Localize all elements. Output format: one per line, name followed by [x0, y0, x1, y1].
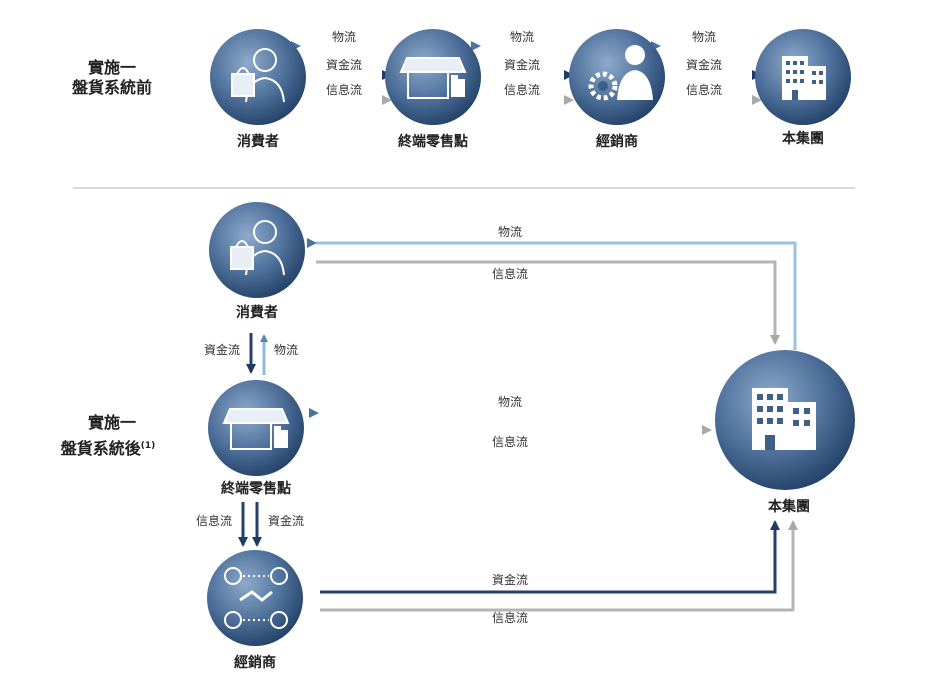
before-consumer-label: 消費者: [237, 133, 279, 150]
before-funds-label-2: 資金流: [504, 57, 540, 72]
after-info-label-vertical: 信息流: [196, 513, 232, 528]
after-logistics-label-mid: 物流: [498, 395, 522, 409]
after-funds-label-vertical-2: 資金流: [268, 513, 304, 528]
handshake-network-icon: [224, 567, 288, 629]
before-retail-label: 終端零售點: [398, 133, 468, 150]
after-group-label: 本集團: [768, 498, 810, 515]
after-title-line2: 盤貨系統後(1): [61, 439, 156, 458]
before-logistics-label-3: 物流: [692, 30, 716, 44]
building-icon: [782, 56, 826, 100]
gear-person-icon: [588, 45, 653, 101]
after-flows-distributor-group: 資金流 信息流: [320, 520, 798, 625]
after-info-arrow-top: [316, 260, 780, 345]
before-info-label-3: 信息流: [686, 82, 722, 97]
after-flows-consumer-group: 物流 信息流: [307, 225, 797, 350]
distributor-circle: [207, 550, 303, 646]
after-info-arrow-bottom: [320, 520, 798, 612]
after-logistics-label-top: 物流: [498, 225, 522, 239]
before-flows-retail-distributor: 物流 資金流 信息流: [471, 30, 574, 105]
after-retail-label: 終端零售點: [221, 480, 291, 497]
before-funds-label-3: 資金流: [686, 57, 722, 72]
before-group-node: 本集團: [755, 29, 851, 147]
after-funds-label-bottom: 資金流: [492, 572, 528, 587]
before-distributor-node: 經銷商: [569, 29, 665, 150]
after-logistics-arrow-top: [307, 238, 797, 350]
before-title-line1: 實施一: [88, 58, 136, 77]
store-icon: [222, 408, 290, 450]
after-info-label-mid: 信息流: [492, 434, 528, 449]
before-info-label-2: 信息流: [504, 82, 540, 97]
before-flows-consumer-retail: 物流 資金流 信息流: [291, 30, 392, 105]
distributor-circle: [569, 29, 665, 125]
before-info-label-1: 信息流: [326, 82, 362, 97]
after-distributor-node: 經銷商: [207, 550, 303, 671]
before-logistics-label-2: 物流: [510, 30, 534, 44]
before-logistics-label-1: 物流: [332, 30, 356, 44]
building-icon: [752, 388, 816, 450]
retail-circle: [385, 29, 481, 125]
before-title-line2: 盤貨系統前: [72, 78, 152, 97]
consumer-circle: [210, 29, 306, 125]
after-funds-arrow-bottom: [320, 520, 780, 594]
after-section: 實施一 盤貨系統後(1) 物流 信息流 物流 信息流 資金流 信息流 資金流: [61, 202, 855, 671]
after-retail-node: 終端零售點: [208, 380, 304, 497]
before-group-label: 本集團: [782, 130, 824, 147]
consumer-circle: [209, 202, 305, 298]
after-info-label-bottom: 信息流: [492, 610, 528, 625]
after-flows-retail-distributor: 信息流 資金流: [196, 502, 304, 547]
after-consumer-label: 消費者: [236, 304, 278, 321]
retail-circle: [208, 380, 304, 476]
consumer-icon: [230, 220, 285, 276]
after-distributor-label: 經銷商: [234, 654, 276, 671]
after-consumer-node: 消費者: [209, 202, 305, 321]
after-flows-retail-group: 物流 信息流: [309, 395, 713, 449]
after-flows-consumer-retail: 資金流 物流: [204, 333, 298, 375]
after-funds-label-vertical: 資金流: [204, 342, 240, 357]
after-info-label-top: 信息流: [492, 266, 528, 281]
before-funds-label-1: 資金流: [326, 57, 362, 72]
before-section: 實施一 盤貨系統前 物流 資金流 信息流 物流 資金流 信息流 物流 資金流: [72, 29, 851, 150]
store-icon: [399, 57, 467, 99]
before-flows-distributor-group: 物流 資金流 信息流: [651, 30, 762, 105]
consumer-icon: [231, 48, 285, 103]
after-logistics-label-vertical: 物流: [274, 343, 298, 357]
before-distributor-label: 經銷商: [596, 133, 638, 150]
before-retail-node: 終端零售點: [385, 29, 481, 150]
before-consumer-node: 消費者: [210, 29, 306, 150]
after-group-node: 本集團: [715, 350, 855, 515]
after-title-line1: 實施一: [88, 413, 136, 432]
